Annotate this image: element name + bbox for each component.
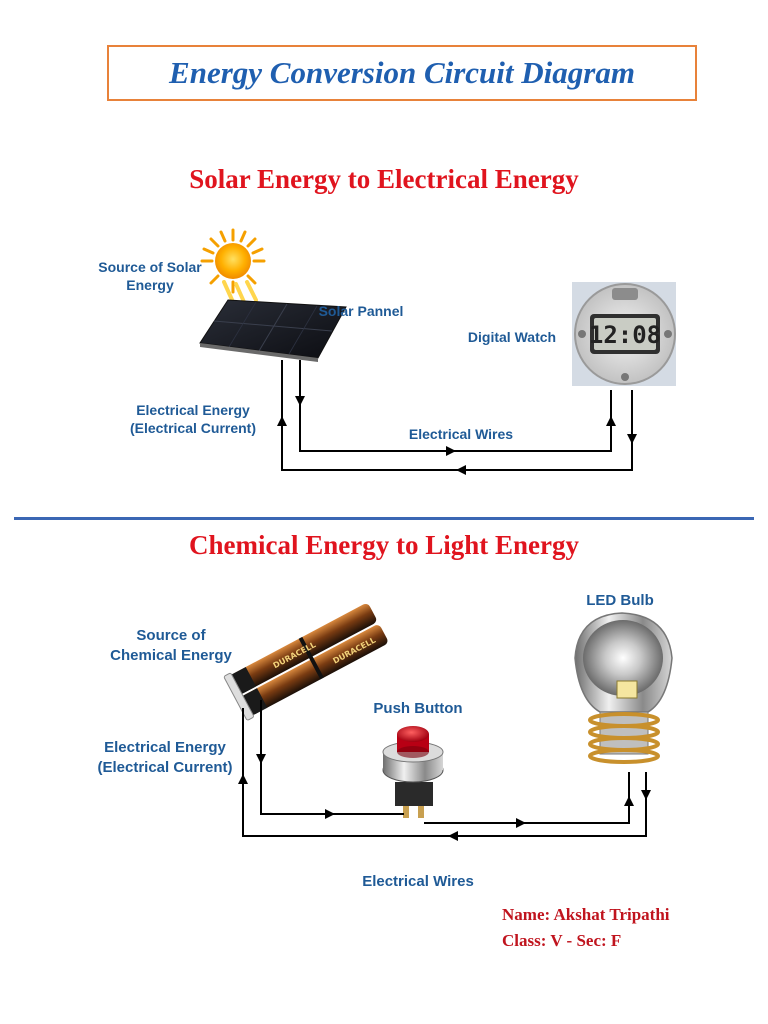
student-name: Name: Akshat Tripathi [502, 905, 670, 924]
chemical-source-label: Source of Chemical Energy [110, 627, 232, 664]
solar-circuit-arrows [277, 396, 637, 475]
battery-icon: DURACELL DURACELL [223, 603, 388, 721]
digital-watch-icon: 12:08 [572, 282, 676, 386]
solar-source-label: Source of Solar Energy [98, 259, 202, 293]
solar-panel-icon [199, 299, 347, 362]
push-button-label: Push Button [373, 700, 463, 717]
sun-icon [200, 228, 266, 304]
page-title: Energy Conversion Circuit Diagram [169, 55, 635, 90]
chemical-wires-label: Electrical Wires [362, 873, 474, 890]
led-bulb-label: LED Bulb [586, 592, 654, 609]
watch-display-text: 12:08 [589, 321, 661, 349]
digital-watch-label: Digital Watch [467, 329, 557, 345]
section-chemical-heading: Chemical Energy to Light Energy [189, 530, 579, 560]
section-solar-heading: Solar Energy to Electrical Energy [189, 164, 579, 194]
student-info: Name: Akshat Tripathi Class: V - Sec: F [502, 902, 670, 954]
solar-panel-label: Solar Pannel [318, 303, 404, 319]
chemical-circuit-arrows [238, 754, 651, 841]
solar-wires-label: Electrical Wires [408, 426, 514, 442]
push-button-icon [382, 726, 444, 818]
section-divider [14, 517, 754, 520]
title-box: Energy Conversion Circuit Diagram [107, 45, 697, 101]
student-class: Class: V - Sec: F [502, 931, 622, 950]
led-bulb-icon [574, 612, 673, 764]
solar-electrical-energy-label: Electrical Energy (Electrical Current) [129, 402, 257, 436]
chemical-circuit-wires [242, 700, 647, 837]
chemical-electrical-energy-label: Electrical Energy (Electrical Current) [97, 739, 233, 776]
